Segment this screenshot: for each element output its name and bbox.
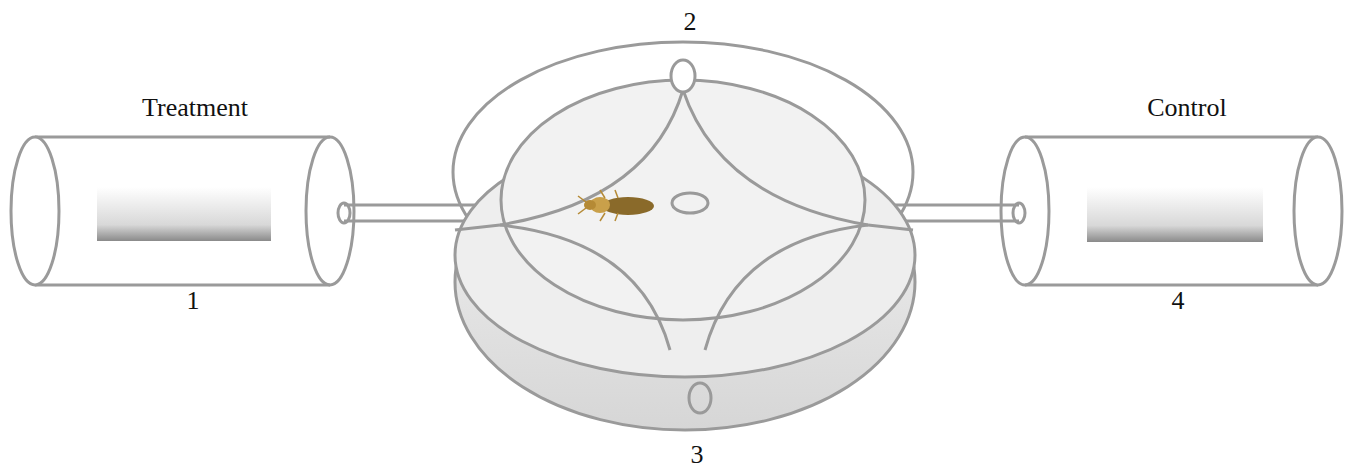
olfactometer-arena — [453, 42, 915, 430]
port-number: 1 — [187, 287, 200, 316]
treatment-chamber — [11, 137, 354, 285]
chamber-label: Treatment — [142, 94, 248, 123]
control-chamber — [1001, 137, 1342, 285]
chamber-label: Control — [1147, 94, 1226, 123]
insect — [578, 190, 654, 221]
port-number: 2 — [684, 8, 697, 37]
port-number: 3 — [691, 441, 704, 470]
port-number: 4 — [1172, 287, 1185, 316]
